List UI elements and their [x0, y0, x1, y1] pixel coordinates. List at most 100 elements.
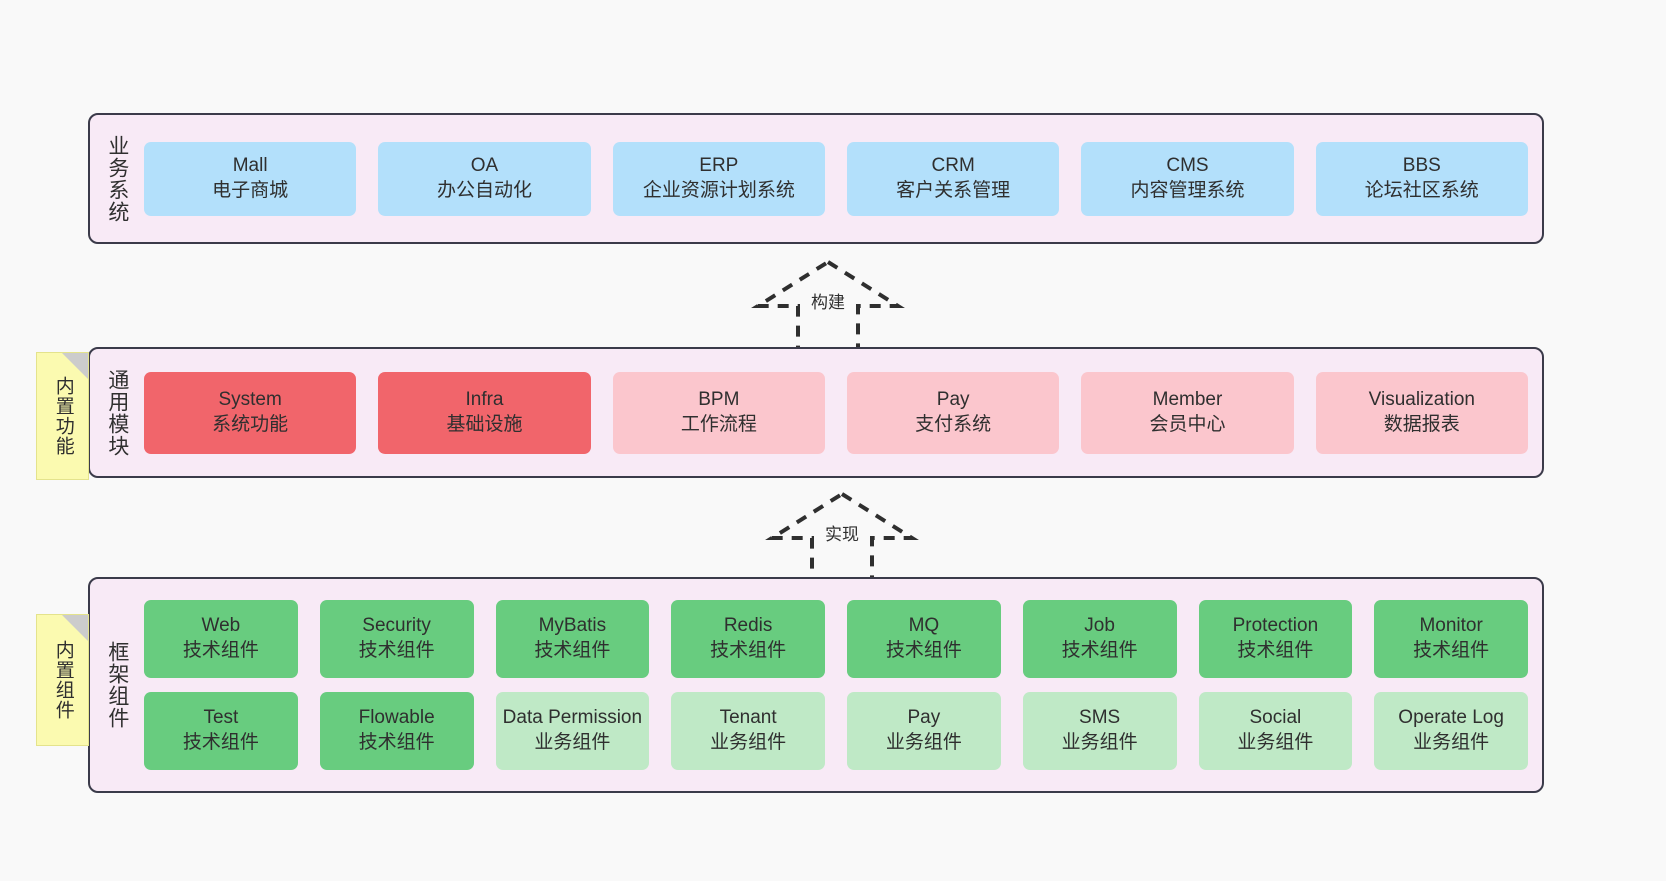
card-security[interactable]: Security 技术组件 — [319, 600, 474, 678]
card-subtitle: 论坛社区系统 — [1364, 179, 1479, 201]
card-subtitle: 技术组件 — [1413, 640, 1490, 661]
connector-label: 构建 — [811, 293, 845, 312]
layer-title-business-systems: 业务系统 — [105, 134, 129, 223]
card-title: Web — [201, 615, 241, 637]
card-oa[interactable]: OA 办公自动化 — [378, 141, 591, 216]
card-test[interactable]: Test 技术组件 — [144, 692, 298, 770]
card-subtitle: 业务组件 — [885, 732, 962, 753]
card-title: BBS — [1402, 154, 1441, 176]
sticky-note-builtin-components: 内置组件 — [36, 614, 89, 746]
card-social[interactable]: Social 业务组件 — [1198, 692, 1353, 770]
card-subtitle: 电子商城 — [212, 179, 289, 201]
card-operate-log[interactable]: Operate Log 业务组件 — [1374, 692, 1528, 770]
card-title: Redis — [723, 615, 773, 637]
card-title: Flowable — [358, 707, 435, 729]
card-title: Test — [203, 707, 239, 729]
card-erp[interactable]: ERP 企业资源计划系统 — [612, 141, 825, 216]
card-title: OA — [470, 154, 499, 176]
card-title: Operate Log — [1398, 707, 1504, 729]
card-title: Infra — [465, 388, 504, 410]
card-subtitle: 技术组件 — [358, 640, 435, 661]
card-subtitle: 会员中心 — [1149, 413, 1226, 435]
card-monitor[interactable]: Monitor 技术组件 — [1374, 600, 1528, 678]
card-mall[interactable]: Mall 电子商城 — [144, 141, 357, 216]
card-crm[interactable]: CRM 客户关系管理 — [846, 141, 1060, 216]
card-subtitle: 业务组件 — [1413, 732, 1490, 753]
card-subtitle: 业务组件 — [534, 732, 611, 753]
card-row: Web 技术组件 Security 技术组件 MyBatis 技术组件 Redi… — [144, 600, 1528, 678]
page-fold-icon — [62, 615, 88, 641]
card-pay-module[interactable]: Pay 支付系统 — [846, 371, 1060, 454]
card-redis[interactable]: Redis 技术组件 — [671, 600, 825, 678]
card-subtitle: 工作流程 — [680, 413, 757, 435]
card-title: Job — [1084, 615, 1115, 637]
card-sms[interactable]: SMS 业务组件 — [1022, 692, 1177, 770]
sticky-note-label: 内置组件 — [52, 640, 74, 720]
card-title: CRM — [931, 154, 975, 176]
card-title: System — [218, 388, 282, 410]
connector-build: 构建 — [748, 258, 908, 354]
layer-body-framework-components: Web 技术组件 Security 技术组件 MyBatis 技术组件 Redi… — [144, 579, 1542, 791]
card-title: SMS — [1079, 707, 1121, 729]
dashed-generalization-arrow-icon — [751, 259, 905, 352]
card-web[interactable]: Web 技术组件 — [144, 600, 298, 678]
card-title: MQ — [908, 615, 940, 637]
card-infra[interactable]: Infra 基础设施 — [378, 371, 591, 454]
sticky-note-builtin-functions: 内置功能 — [36, 352, 89, 480]
card-title: Security — [362, 615, 431, 637]
card-title: Tenant — [719, 707, 777, 729]
connector-label: 实现 — [825, 525, 859, 544]
layer-framework-components: 框架组件 Web 技术组件 Security 技术组件 MyBatis 技术组件… — [88, 577, 1544, 793]
card-title: Monitor — [1419, 615, 1483, 637]
card-row: Test 技术组件 Flowable 技术组件 Data Permission … — [144, 692, 1528, 770]
card-subtitle: 技术组件 — [182, 640, 259, 661]
card-subtitle: 系统功能 — [212, 413, 289, 435]
card-row: Mall 电子商城 OA 办公自动化 ERP 企业资源计划系统 CRM 客户关系… — [144, 141, 1528, 216]
card-pay-component[interactable]: Pay 业务组件 — [847, 692, 1001, 770]
card-title: Visualization — [1368, 388, 1475, 410]
card-subtitle: 技术组件 — [534, 640, 611, 661]
card-bpm[interactable]: BPM 工作流程 — [612, 371, 825, 454]
card-subtitle: 支付系统 — [915, 413, 992, 435]
card-cms[interactable]: CMS 内容管理系统 — [1081, 141, 1294, 216]
card-bbs[interactable]: BBS 论坛社区系统 — [1315, 141, 1528, 216]
card-subtitle: 基础设施 — [446, 413, 523, 435]
dashed-generalization-arrow-icon — [765, 491, 919, 584]
card-subtitle: 技术组件 — [182, 732, 259, 753]
card-member[interactable]: Member 会员中心 — [1081, 371, 1294, 454]
card-protection[interactable]: Protection 技术组件 — [1198, 600, 1353, 678]
card-subtitle: 技术组件 — [1061, 640, 1138, 661]
sticky-note-label: 内置功能 — [52, 376, 74, 456]
card-subtitle: 技术组件 — [885, 640, 962, 661]
layer-common-modules: 通用模块 System 系统功能 Infra 基础设施 BPM 工作流程 Pay… — [88, 347, 1544, 478]
card-title: CMS — [1166, 154, 1209, 176]
card-subtitle: 技术组件 — [358, 732, 435, 753]
card-mybatis[interactable]: MyBatis 技术组件 — [495, 600, 650, 678]
card-subtitle: 业务组件 — [710, 732, 787, 753]
layer-body-common-modules: System 系统功能 Infra 基础设施 BPM 工作流程 Pay 支付系统… — [144, 349, 1542, 476]
card-subtitle: 技术组件 — [1237, 640, 1314, 661]
card-title: Social — [1249, 707, 1302, 729]
card-title: MyBatis — [538, 615, 607, 637]
card-subtitle: 企业资源计划系统 — [642, 179, 795, 201]
card-subtitle: 办公自动化 — [436, 179, 532, 201]
card-row: System 系统功能 Infra 基础设施 BPM 工作流程 Pay 支付系统… — [144, 371, 1528, 454]
card-tenant[interactable]: Tenant 业务组件 — [671, 692, 825, 770]
card-job[interactable]: Job 技术组件 — [1022, 600, 1177, 678]
card-subtitle: 业务组件 — [1061, 732, 1138, 753]
layer-business-systems: 业务系统 Mall 电子商城 OA 办公自动化 ERP 企业资源计划系统 CRM… — [88, 113, 1544, 244]
card-visualization[interactable]: Visualization 数据报表 — [1315, 371, 1528, 454]
card-flowable[interactable]: Flowable 技术组件 — [319, 692, 474, 770]
card-title: ERP — [699, 154, 739, 176]
card-subtitle: 内容管理系统 — [1130, 179, 1245, 201]
card-title: Mall — [232, 154, 268, 176]
card-title: Protection — [1232, 615, 1319, 637]
card-subtitle: 客户关系管理 — [896, 179, 1011, 201]
card-data-permission[interactable]: Data Permission 业务组件 — [495, 692, 650, 770]
card-mq[interactable]: MQ 技术组件 — [847, 600, 1001, 678]
card-title: Pay — [907, 707, 941, 729]
card-subtitle: 业务组件 — [1237, 732, 1314, 753]
connector-realize: 实现 — [762, 490, 922, 586]
card-system[interactable]: System 系统功能 — [144, 371, 357, 454]
